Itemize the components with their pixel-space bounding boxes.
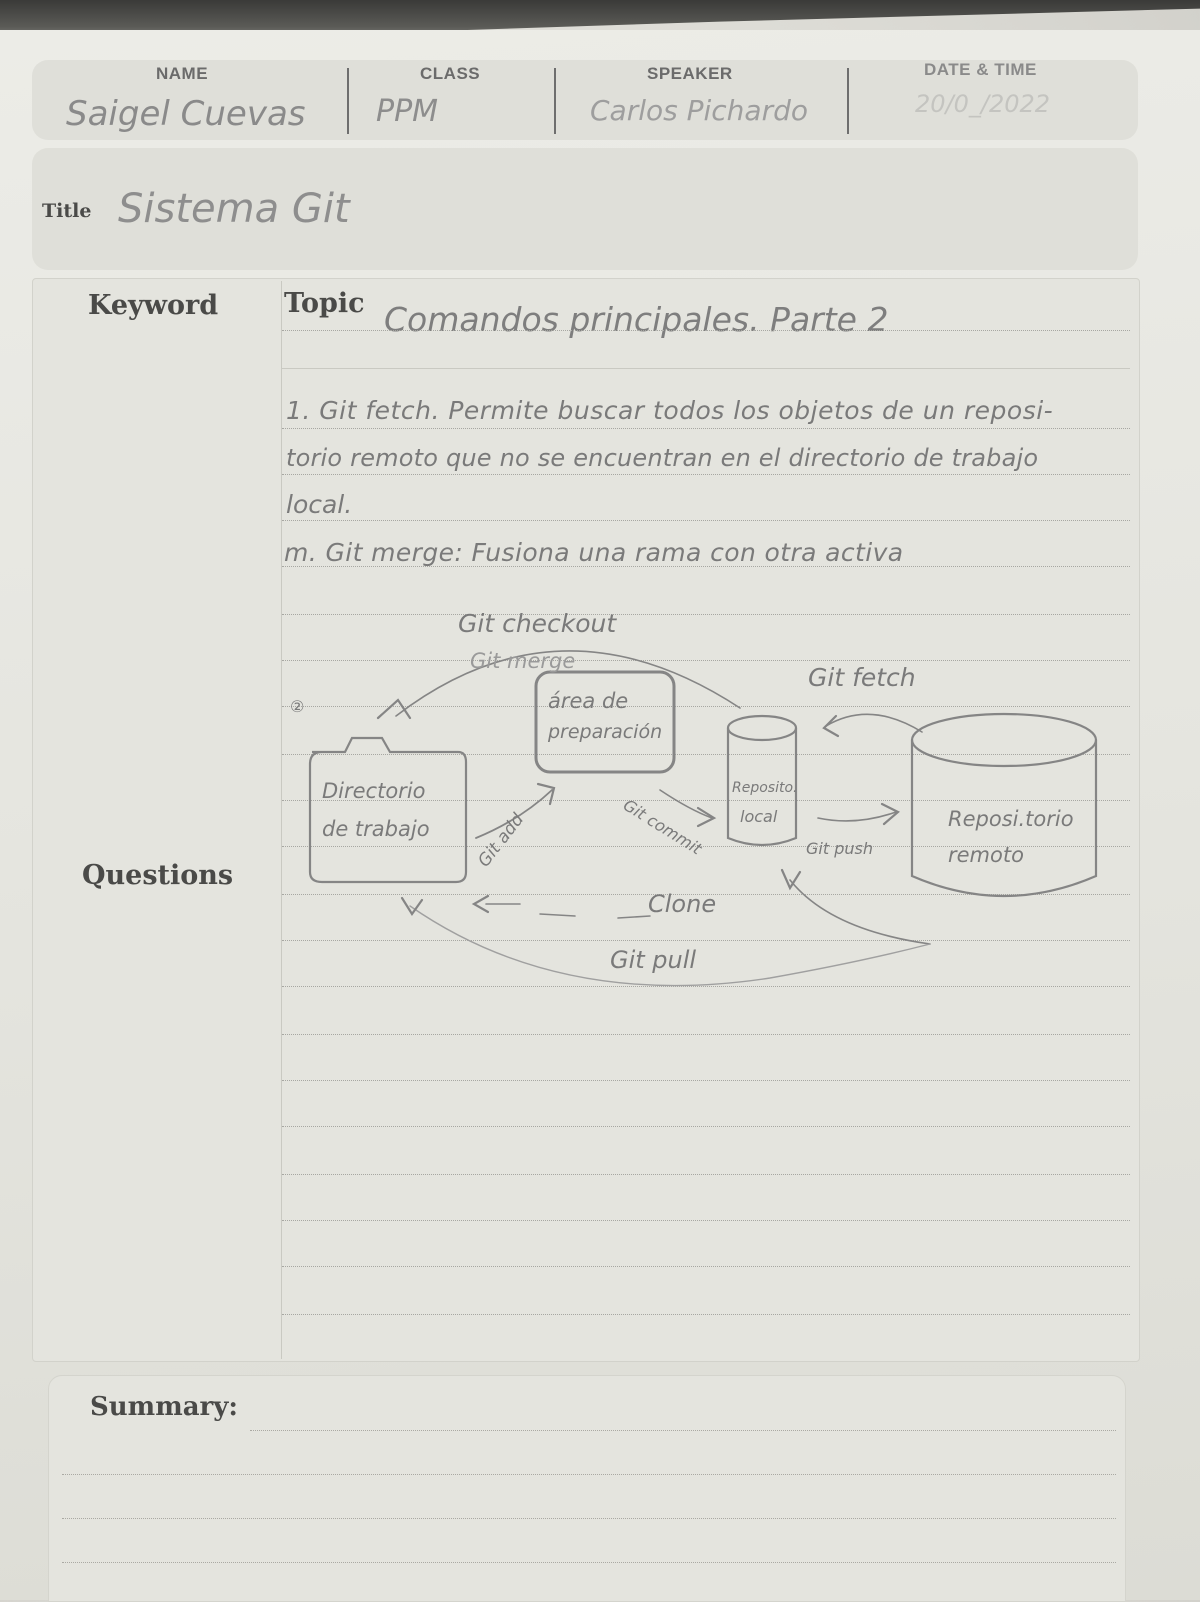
cornell-notes-area xyxy=(32,278,1140,1362)
git-add-label: Git add xyxy=(474,810,528,871)
arrowhead xyxy=(822,714,840,738)
speaker-label: SPEAKER xyxy=(647,64,733,83)
clone-label: Clone xyxy=(648,890,716,918)
ruled-line xyxy=(282,1080,1130,1081)
ruled-line xyxy=(282,1034,1130,1035)
arrowhead xyxy=(400,896,424,916)
header-divider xyxy=(847,68,849,134)
commit-arrow xyxy=(659,789,713,819)
ruled-line xyxy=(282,940,1130,941)
git-commit-label: Git commit xyxy=(620,795,706,858)
topic-divider xyxy=(282,368,1130,369)
summary-box xyxy=(48,1375,1126,1602)
questions-label: Questions xyxy=(82,860,234,891)
ruled-line xyxy=(282,474,1130,475)
arrowhead xyxy=(536,782,556,806)
ruled-line xyxy=(282,330,1130,331)
fetch-arrow xyxy=(825,713,923,733)
summary-line xyxy=(62,1474,1116,1475)
ruled-line xyxy=(282,986,1130,987)
ruled-line xyxy=(282,660,1130,661)
class-label: CLASS xyxy=(420,64,481,83)
datetime-value: 20/0_/2022 xyxy=(915,90,1051,118)
staging-area-box xyxy=(534,670,676,774)
name-label: NAME xyxy=(156,64,209,83)
topic-value: Comandos principales. Parte 2 xyxy=(384,300,889,339)
summary-label: Summary: xyxy=(90,1392,238,1422)
ruled-line xyxy=(282,846,1130,847)
local-repo-top xyxy=(726,714,798,742)
header-box xyxy=(32,60,1138,140)
pull-return-arc xyxy=(409,905,931,987)
ruled-line xyxy=(282,1266,1130,1267)
git-merge-label: Git merge xyxy=(470,649,575,673)
ruled-line xyxy=(282,1220,1130,1221)
keyword-label: Keyword xyxy=(88,290,219,321)
title-value: Sistema Git xyxy=(118,186,350,232)
remote-repo-top xyxy=(910,712,1098,768)
topic-label: Topic xyxy=(284,288,365,319)
staging-label-1: área de xyxy=(548,689,628,713)
class-value: PPM xyxy=(376,94,439,129)
note-line: local. xyxy=(286,490,353,519)
title-box xyxy=(32,148,1138,270)
ruled-line xyxy=(282,1126,1130,1127)
ruled-line xyxy=(282,566,1130,567)
note-line: torio remoto que no se encuentran en el … xyxy=(286,444,1039,472)
ruled-line xyxy=(282,1174,1130,1175)
ruled-line xyxy=(282,520,1130,521)
ruled-line xyxy=(282,706,1130,707)
arrowhead xyxy=(780,868,802,891)
working-dir-label-1: Directorio xyxy=(322,779,426,803)
remote-repo-body xyxy=(910,738,1098,898)
git-fetch-label: Git fetch xyxy=(808,663,916,692)
summary-line xyxy=(62,1518,1116,1519)
ruled-line xyxy=(282,800,1130,801)
header-divider xyxy=(554,68,556,134)
speaker-value: Carlos Pichardo xyxy=(590,94,808,127)
git-push-label: Git push xyxy=(806,839,873,858)
marker-label: ② xyxy=(290,697,304,716)
ruled-line xyxy=(282,894,1130,895)
arrowhead xyxy=(880,802,900,826)
arrowhead xyxy=(471,894,490,914)
remote-repo-label-1: Reposi.torio xyxy=(948,807,1074,831)
clone-pull-arc xyxy=(789,879,931,945)
remote-repo-label-2: remoto xyxy=(948,843,1024,867)
header-divider xyxy=(347,68,349,134)
git-pull-label: Git pull xyxy=(610,946,696,974)
git-checkout-label: Git checkout xyxy=(458,609,617,638)
note-line: 1. Git fetch. Permite buscar todos los o… xyxy=(286,396,1054,425)
title-label: Title xyxy=(42,200,92,222)
clone-dashed xyxy=(485,903,651,919)
ruled-line xyxy=(282,754,1130,755)
summary-line xyxy=(250,1430,1116,1431)
checkout-merge-arc xyxy=(395,650,741,717)
add-arrow xyxy=(475,789,553,839)
local-repo-label-2: local xyxy=(740,807,778,826)
local-repo-label-1: Reposito. xyxy=(732,780,797,796)
push-arrow xyxy=(817,811,897,822)
datetime-label: DATE & TIME xyxy=(924,60,1037,79)
working-directory-box xyxy=(308,736,468,884)
working-dir-label-2: de trabajo xyxy=(322,817,430,841)
ruled-line xyxy=(282,1314,1130,1315)
ruled-line xyxy=(282,428,1130,429)
arrowhead xyxy=(376,698,412,720)
staging-label-2: preparación xyxy=(547,721,662,743)
summary-line xyxy=(62,1562,1116,1563)
local-repo-body xyxy=(726,726,798,847)
name-value: Saigel Cuevas xyxy=(66,94,306,134)
keyword-column-divider xyxy=(281,281,282,1359)
arrowhead xyxy=(696,806,717,828)
note-line: m. Git merge: Fusiona una rama con otra … xyxy=(284,538,904,567)
ruled-line xyxy=(282,614,1130,615)
